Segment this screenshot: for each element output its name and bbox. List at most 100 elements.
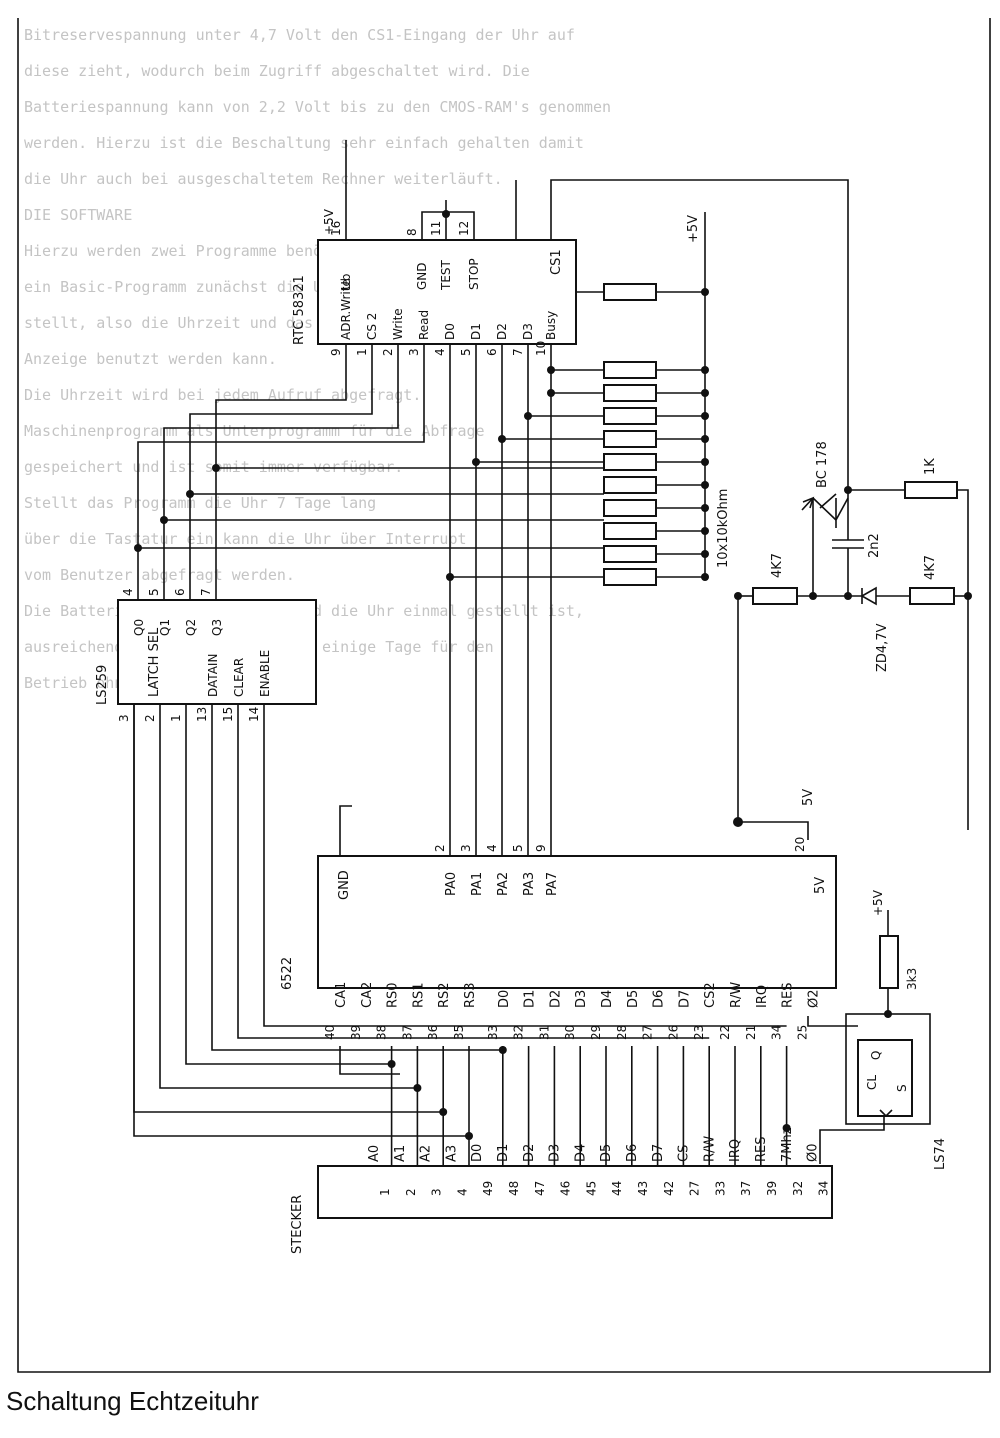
via-pin-number: 37 bbox=[400, 1025, 414, 1040]
junction-dot bbox=[701, 504, 709, 512]
via-pin-label: PA1 bbox=[470, 872, 485, 896]
battery-rail bbox=[957, 489, 969, 830]
junction-dot bbox=[884, 1010, 892, 1018]
via-pin-label: IRQ bbox=[755, 985, 770, 1008]
via-pin-label: RS3 bbox=[463, 982, 478, 1008]
stecker-pin-label: A0 bbox=[367, 1145, 382, 1162]
stecker-pin-number: 47 bbox=[533, 1181, 547, 1196]
via-pin-number: 21 bbox=[744, 1025, 758, 1040]
ls259-pin-label: ENABLE bbox=[258, 650, 272, 697]
capacitor-label: 2n2 bbox=[867, 533, 882, 558]
show-through-line: Die Uhrzeit wird bei jedem Aufruf abgefr… bbox=[24, 386, 421, 404]
stecker-pin-label: A3 bbox=[444, 1145, 459, 1162]
ls259-datain-line bbox=[211, 704, 503, 1051]
rtc-pin-number: 11 bbox=[429, 221, 443, 236]
rtc-pin-label: CS 2 bbox=[365, 313, 379, 340]
capacitor-2n2 bbox=[832, 490, 864, 596]
ls259-pin-label: Q3 bbox=[210, 619, 224, 636]
rtc-pin-label: D1 bbox=[469, 323, 483, 340]
via-pin-label: Ø2 bbox=[806, 989, 821, 1008]
rtc-pin-label: Write bbox=[391, 308, 405, 340]
rtc-signal-wires bbox=[134, 344, 604, 856]
ls259-address-line bbox=[185, 704, 392, 1065]
via-pin-number: 9 bbox=[534, 844, 548, 852]
rtc-pin-number: 3 bbox=[407, 348, 421, 356]
network-resistor bbox=[603, 499, 657, 517]
rtc-name: RTC 58321 bbox=[292, 275, 307, 345]
rtc-pin-number: 5 bbox=[459, 348, 473, 356]
ls74-s-label: S bbox=[895, 1084, 909, 1092]
r3k3-resistor bbox=[879, 935, 899, 989]
rtc-to-ls259 bbox=[189, 344, 373, 600]
stecker-pin-number: 46 bbox=[559, 1181, 573, 1196]
junction-dot bbox=[442, 210, 450, 218]
r1k-resistor bbox=[904, 481, 958, 499]
show-through-line: diese zieht, wodurch beim Zugriff abgesc… bbox=[24, 62, 530, 80]
rtc-58321-chip bbox=[317, 239, 577, 345]
junction-dot bbox=[498, 1046, 507, 1054]
ls259-pin-label: DATAIN bbox=[206, 654, 220, 697]
ls74-supply-label: +5V bbox=[871, 889, 885, 916]
junction-dot bbox=[524, 412, 532, 420]
junction-dot bbox=[547, 366, 555, 374]
junction-dot bbox=[186, 490, 194, 498]
via-pin-number: 35 bbox=[452, 1025, 466, 1040]
via-pin-number: 31 bbox=[537, 1025, 551, 1040]
network-resistor bbox=[603, 568, 657, 586]
via-pin-label: D6 bbox=[652, 990, 667, 1008]
stecker-pin-number: 49 bbox=[481, 1181, 495, 1196]
stecker-pin-number: 44 bbox=[610, 1181, 624, 1196]
junction-dot bbox=[844, 592, 852, 600]
junction-dot bbox=[964, 592, 972, 600]
via-bottom-pins: CA140CA239RS038RS137RS236RS335D033D132D2… bbox=[323, 982, 821, 1040]
ls259-pin-number: 15 bbox=[221, 707, 235, 722]
rtc-pin-label: D2 bbox=[495, 323, 509, 340]
via-pin-number: 28 bbox=[615, 1025, 629, 1040]
page-frame bbox=[17, 18, 991, 1373]
ls259-chip bbox=[117, 599, 317, 705]
ls259-pin-number: 13 bbox=[195, 707, 209, 722]
show-through-text: Bitreservespannung unter 4,7 Volt den CS… bbox=[24, 26, 611, 692]
transistor-label: BC 178 bbox=[815, 441, 830, 488]
rtc-cs1-label: CS1 bbox=[549, 249, 564, 275]
rtc-pin-number: 8 bbox=[405, 228, 419, 236]
ls259-name: LS259 bbox=[95, 665, 110, 705]
rtc-pin-label: D0 bbox=[443, 323, 457, 340]
show-through-line: DIE SOFTWARE bbox=[24, 206, 132, 224]
ls74-q-label: Q bbox=[869, 1051, 883, 1060]
show-through-line: über die Tastatur ein kann die Uhr über … bbox=[24, 530, 467, 548]
via-pin-label: PA7 bbox=[545, 872, 560, 896]
show-through-line: die Uhr auch bei ausgeschaltetem Rechner… bbox=[24, 170, 503, 188]
via-pin-number: 38 bbox=[375, 1025, 389, 1040]
junction-dot bbox=[498, 435, 506, 443]
rtc-pin-label: Busy bbox=[544, 311, 558, 340]
stecker-pin-number: 48 bbox=[507, 1181, 521, 1196]
via-supply-label: 5V bbox=[813, 877, 828, 894]
via-pin-label: PA2 bbox=[496, 872, 511, 896]
ca-stub bbox=[339, 1046, 400, 1075]
ls74-name: LS74 bbox=[933, 1138, 948, 1170]
stecker-pin-number: 39 bbox=[765, 1181, 779, 1196]
bc178-arrow bbox=[802, 496, 815, 509]
via-pin-number: 32 bbox=[512, 1025, 526, 1040]
network-resistor bbox=[603, 430, 657, 448]
show-through-line: vom Benutzer abgefragt werden. bbox=[24, 566, 295, 584]
stecker-pin-label: A2 bbox=[419, 1145, 434, 1162]
via-gnd-wire bbox=[339, 805, 352, 856]
stecker-pin-label: D0 bbox=[470, 1144, 485, 1162]
rtc-pin-number: 4 bbox=[433, 348, 447, 356]
rail-5v-wire bbox=[737, 596, 809, 840]
ls259-pin-label: CLEAR bbox=[232, 658, 246, 697]
rtc-pin-label: D3 bbox=[521, 323, 535, 340]
junction-dot bbox=[701, 389, 709, 397]
rtc-pin-label: Read bbox=[417, 310, 431, 340]
rtc-pin-number: 2 bbox=[381, 348, 395, 356]
phi0-wire bbox=[819, 1116, 885, 1164]
via-pin-number: 22 bbox=[718, 1025, 732, 1040]
ls259-pin-number: 6 bbox=[173, 588, 187, 596]
ls259-clear-line bbox=[237, 704, 710, 1039]
ls259-pin-number: 1 bbox=[169, 714, 183, 722]
junction-dot bbox=[701, 366, 709, 374]
via-pin-number: 29 bbox=[589, 1025, 603, 1040]
